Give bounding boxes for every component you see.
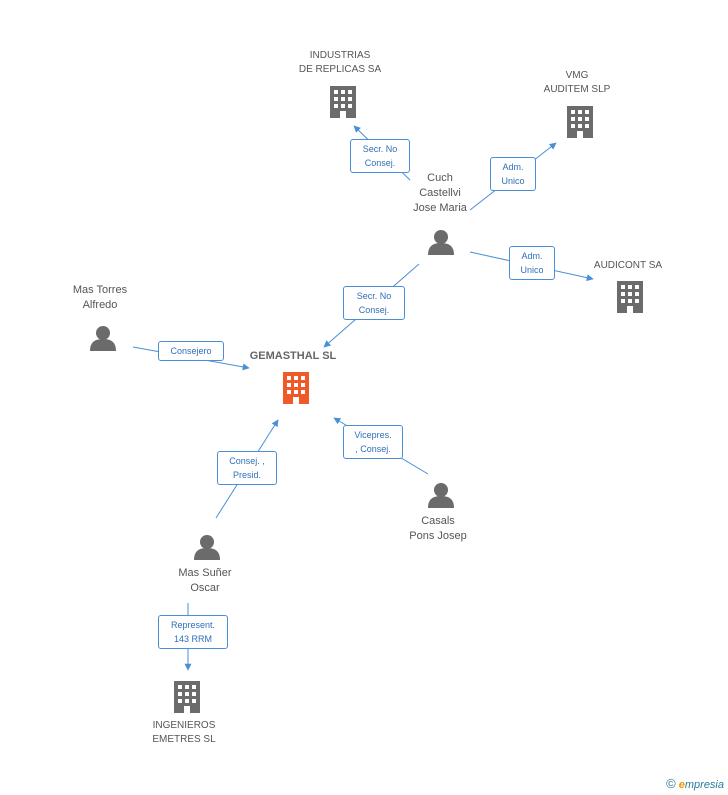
node-label-mas-torres[interactable]: Mas Torres Alfredo (50, 283, 150, 313)
label-line: Pons Josep (409, 530, 467, 542)
edge-label-line: Vicepres. (354, 430, 392, 440)
edge-label-line: Adm. (502, 162, 524, 172)
edge-label-cuch-industrias[interactable]: Secr. No Consej. (350, 139, 410, 173)
edge-label-line: Consej. (358, 305, 390, 315)
edge-label-line: Unico (501, 176, 525, 186)
person-icon[interactable] (428, 230, 454, 255)
edge-label-line: Consej. (364, 158, 396, 168)
building-icon[interactable] (567, 106, 593, 138)
label-line: AUDICONT SA (593, 260, 663, 271)
edge-label-massuner-gemasthal[interactable]: Consej. , Presid. (217, 451, 277, 485)
label-line: INGENIEROS (152, 720, 216, 731)
edge-label-line: Represent. (170, 620, 216, 630)
brand-initial: e (678, 779, 685, 791)
edge-label-line: Secr. No (356, 291, 392, 301)
building-icon[interactable] (617, 281, 643, 313)
edge-label-line: Secr. No (362, 144, 398, 154)
edge-label-massuner-ingenieros[interactable]: Represent. 143 RRM (158, 615, 228, 649)
edge-label-line: Unico (520, 265, 544, 275)
node-label-casals[interactable]: Casals Pons Josep (388, 514, 488, 544)
node-label-ingenieros[interactable]: INGENIEROS EMETRES SL (134, 719, 234, 747)
label-line: VMG (565, 70, 589, 81)
node-label-vmg[interactable]: VMG AUDITEM SLP (527, 69, 627, 97)
brand-watermark: © empresia (666, 776, 724, 791)
node-label-mas-suner[interactable]: Mas Suñer Oscar (155, 566, 255, 596)
label-line: Jose Maria (413, 202, 467, 214)
person-icon[interactable] (194, 535, 220, 560)
edge-label-cuch-audicont[interactable]: Adm. Unico (509, 246, 555, 280)
label-line: Mas Suñer (178, 567, 232, 579)
edge-label-line: Consej. , (229, 456, 265, 466)
node-label-industrias[interactable]: INDUSTRIAS DE REPLICAS SA (280, 49, 400, 77)
label-line: Castellvi (419, 187, 461, 199)
label-line: EMETRES SL (152, 734, 216, 745)
label-line: Cuch (427, 172, 453, 184)
edge-label-line: Presid. (232, 470, 261, 480)
edge-label-casals-gemasthal[interactable]: Vicepres. , Consej. (343, 425, 403, 459)
edge-label-line: 143 RRM (173, 634, 212, 644)
label-line: Oscar (190, 582, 220, 594)
label-line: Alfredo (82, 299, 118, 311)
node-label-gemasthal[interactable]: GEMASTHAL SL (233, 349, 353, 364)
label-line: Casals (421, 515, 455, 527)
edge-label-cuch-vmg[interactable]: Adm. Unico (490, 157, 536, 191)
person-icon[interactable] (428, 483, 454, 508)
edge-label-cuch-gemasthal[interactable]: Secr. No Consej. (343, 286, 405, 320)
edge-label-mastorres-gemasthal[interactable]: Consejero (158, 341, 224, 361)
edge-label-line: Adm. (521, 251, 543, 261)
copyright-icon: © (666, 776, 676, 791)
label-line: DE REPLICAS SA (298, 64, 382, 75)
node-label-audicont[interactable]: AUDICONT SA (578, 259, 678, 273)
building-icon-main[interactable] (283, 372, 309, 404)
label-line: INDUSTRIAS (309, 50, 371, 61)
node-label-cuch[interactable]: Cuch Castellvi Jose Maria (390, 171, 490, 216)
edge-label-line: , Consej. (355, 444, 391, 454)
label-line: Mas Torres (72, 284, 128, 296)
brand-name: mpresia (684, 779, 724, 791)
label-line: AUDITEM SLP (543, 84, 611, 95)
building-icon[interactable] (330, 86, 356, 118)
label-line: GEMASTHAL SL (249, 350, 337, 362)
building-icon[interactable] (174, 681, 200, 713)
edge-label-line: Consejero (170, 346, 212, 356)
person-icon[interactable] (90, 326, 116, 351)
